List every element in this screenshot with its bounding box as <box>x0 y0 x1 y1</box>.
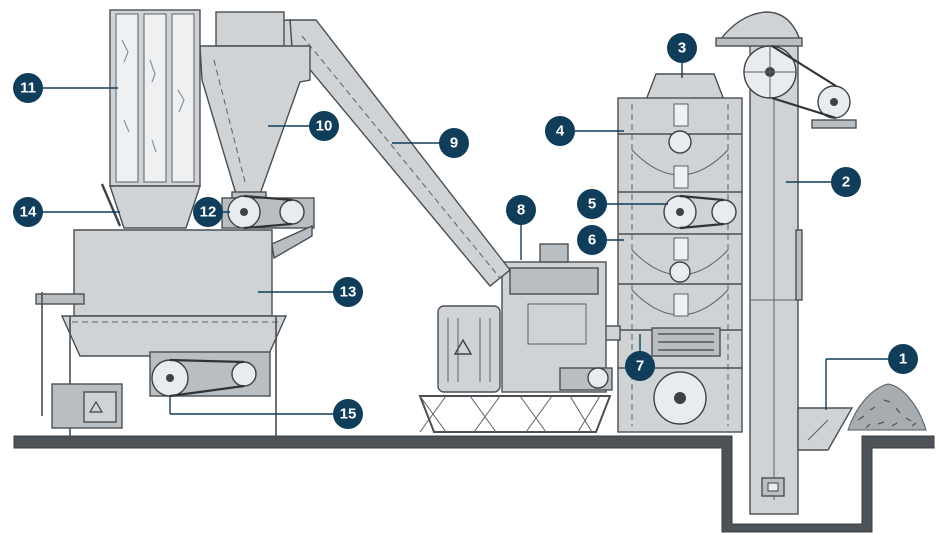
callout-3: 3 <box>667 33 697 63</box>
svg-text:10: 10 <box>316 118 333 135</box>
svg-text:4: 4 <box>556 123 565 140</box>
callout-11: 11 <box>13 73 43 103</box>
mixing-hopper <box>35 183 313 436</box>
svg-text:7: 7 <box>636 358 644 375</box>
callout-4: 4 <box>545 116 575 146</box>
discharge-fan <box>149 351 271 398</box>
svg-text:2: 2 <box>842 174 850 191</box>
svg-text:12: 12 <box>200 204 217 221</box>
callout-5: 5 <box>577 189 607 219</box>
svg-text:13: 13 <box>340 284 357 301</box>
dryer-tower <box>601 73 743 433</box>
callout-12: 12 <box>193 197 223 227</box>
svg-text:11: 11 <box>20 80 36 97</box>
callout-9: 9 <box>439 128 469 158</box>
hammer-mill <box>418 243 613 433</box>
svg-text:14: 14 <box>20 204 37 221</box>
svg-text:3: 3 <box>678 40 686 57</box>
svg-text:9: 9 <box>450 135 458 152</box>
callout-7: 7 <box>625 351 655 381</box>
svg-text:5: 5 <box>588 196 596 213</box>
ground <box>13 435 935 533</box>
callout-6: 6 <box>577 225 607 255</box>
callout-8: 8 <box>506 195 536 225</box>
bucket-elevator <box>715 11 857 515</box>
svg-text:6: 6 <box>588 232 596 249</box>
callout-1: 1 <box>888 344 918 374</box>
fan <box>221 194 315 230</box>
material-pile <box>847 383 927 431</box>
callout-13: 13 <box>333 277 363 307</box>
callout-15: 15 <box>333 399 363 429</box>
svg-text:1: 1 <box>899 351 907 368</box>
svg-text:8: 8 <box>517 202 525 219</box>
bag-filter <box>109 9 201 229</box>
callout-14: 14 <box>13 197 43 227</box>
callout-10: 10 <box>309 111 339 141</box>
callout-2: 2 <box>831 167 861 197</box>
svg-text:15: 15 <box>340 406 357 423</box>
